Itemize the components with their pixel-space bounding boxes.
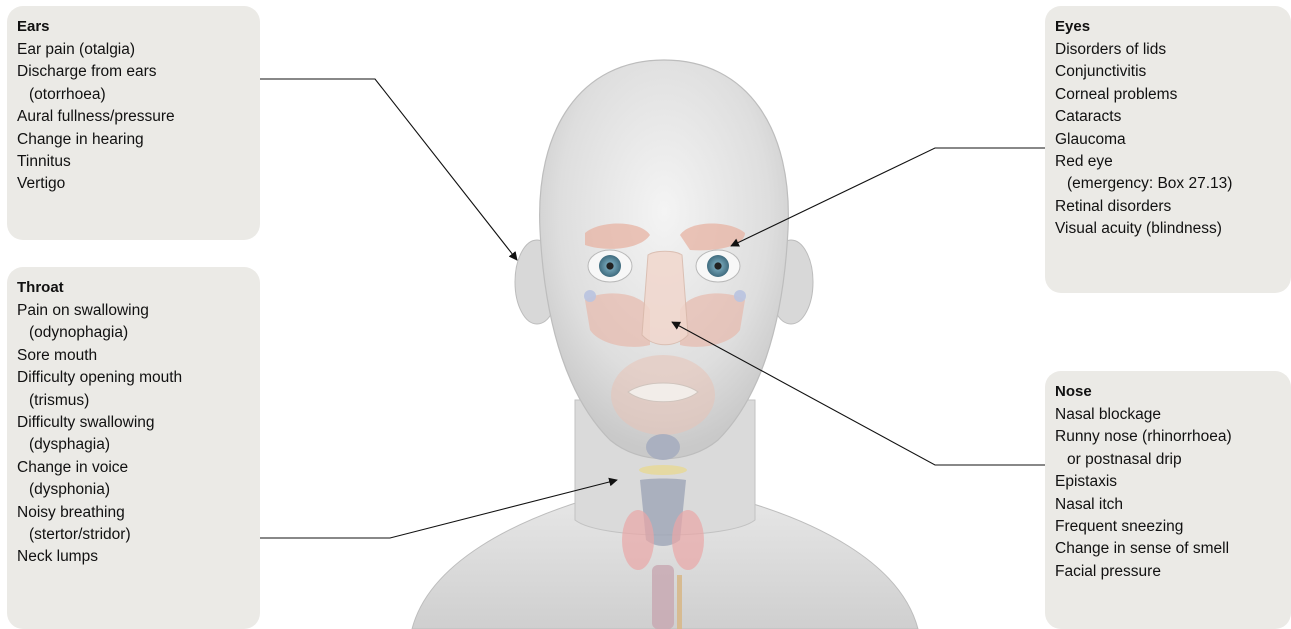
symptom-label-continuation: (stertor/stridor) — [17, 524, 252, 546]
symptom-label: Retinal disorders — [1055, 198, 1171, 215]
symptom-label: Epistaxis — [1055, 473, 1117, 490]
symptom-label: Ear pain (otalgia) — [17, 41, 135, 58]
symptom-label: Difficulty opening mouth — [17, 369, 182, 386]
symptom-label: Discharge from ears — [17, 63, 157, 80]
throat-callout: Throat Pain on swallowing (odynophagia) So… — [7, 267, 260, 629]
left-iris — [599, 255, 621, 277]
symptom-label-continuation: (otorrhoea) — [17, 84, 252, 106]
symptom-label: Change in hearing — [17, 131, 144, 148]
nasal-cavity — [642, 251, 688, 345]
symptom-item: Vertigo — [17, 173, 252, 195]
ears-title: Ears — [17, 16, 252, 38]
symptom-item: Neck lumps — [17, 546, 252, 568]
symptom-item: Disorders of lids — [1055, 39, 1283, 61]
symptom-label: Corneal problems — [1055, 86, 1177, 103]
hyoid — [639, 465, 687, 475]
symptom-item: Pain on swallowing (odynophagia) — [17, 300, 252, 345]
symptom-label: Red eye — [1055, 153, 1113, 170]
symptom-label-continuation: (dysphonia) — [17, 479, 252, 501]
symptom-item: Ear pain (otalgia) — [17, 39, 252, 61]
symptom-item: Retinal disorders — [1055, 196, 1283, 218]
symptom-label: Sore mouth — [17, 347, 97, 364]
symptom-item: Change in sense of smell — [1055, 538, 1283, 560]
symptom-label: Pain on swallowing — [17, 302, 149, 319]
symptom-label: Runny nose (rhinorrhoea) — [1055, 428, 1232, 445]
symptom-item: Visual acuity (blindness) — [1055, 218, 1283, 240]
right-iris — [707, 255, 729, 277]
symptom-label: Disorders of lids — [1055, 41, 1166, 58]
symptom-label: Change in sense of smell — [1055, 540, 1229, 557]
ears-callout: Ears Ear pain (otalgia) Discharge from ea… — [7, 6, 260, 240]
symptom-item: Discharge from ears (otorrhoea) — [17, 61, 252, 106]
trachea — [652, 565, 674, 629]
symptom-label: Nasal itch — [1055, 496, 1123, 513]
symptom-label-continuation: (trismus) — [17, 390, 252, 412]
nose-title: Nose — [1055, 381, 1283, 403]
symptom-item: Change in voice (dysphonia) — [17, 457, 252, 502]
symptom-label: Noisy breathing — [17, 504, 125, 521]
symptom-label-continuation: or postnasal drip — [1055, 449, 1283, 471]
symptom-label: Change in voice — [17, 459, 128, 476]
ears-symptom-list: Ear pain (otalgia) Discharge from ears (ot… — [17, 39, 252, 196]
symptom-item: Difficulty swallowing (dysphagia) — [17, 412, 252, 457]
symptom-item: Red eye (emergency: Box 27.13) — [1055, 151, 1283, 196]
esophagus — [677, 575, 682, 629]
symptom-label: Cataracts — [1055, 108, 1121, 125]
symptom-label: Nasal blockage — [1055, 406, 1161, 423]
throat-symptom-list: Pain on swallowing (odynophagia) Sore mout… — [17, 300, 252, 569]
symptom-label: Facial pressure — [1055, 563, 1161, 580]
symptom-item: Glaucoma — [1055, 129, 1283, 151]
symptom-label: Glaucoma — [1055, 131, 1126, 148]
symptom-label: Tinnitus — [17, 153, 71, 170]
symptom-item: Epistaxis — [1055, 471, 1283, 493]
eyes-title: Eyes — [1055, 16, 1283, 38]
symptom-item: Change in hearing — [17, 129, 252, 151]
symptom-label: Neck lumps — [17, 548, 98, 565]
symptom-item: Conjunctivitis — [1055, 61, 1283, 83]
ears-leader-line — [260, 79, 517, 260]
symptom-item: Facial pressure — [1055, 561, 1283, 583]
symptom-item: Nasal blockage — [1055, 404, 1283, 426]
larynx — [646, 434, 680, 460]
symptom-label: Frequent sneezing — [1055, 518, 1183, 535]
thyroid-gland-right — [672, 510, 704, 570]
symptom-item: Difficulty opening mouth (trismus) — [17, 367, 252, 412]
symptom-label: Aural fullness/pressure — [17, 108, 175, 125]
symptom-item: Tinnitus — [17, 151, 252, 173]
throat-title: Throat — [17, 277, 252, 299]
symptom-label-continuation: (dysphagia) — [17, 434, 252, 456]
symptom-label: Conjunctivitis — [1055, 63, 1146, 80]
symptom-item: Runny nose (rhinorrhoea) or postnasal dri… — [1055, 426, 1283, 471]
symptom-item: Corneal problems — [1055, 84, 1283, 106]
symptom-label: Vertigo — [17, 175, 65, 192]
symptom-item: Noisy breathing (stertor/stridor) — [17, 502, 252, 547]
symptom-item: Nasal itch — [1055, 494, 1283, 516]
symptom-label-continuation: (odynophagia) — [17, 322, 252, 344]
symptom-item: Cataracts — [1055, 106, 1283, 128]
symptom-item: Frequent sneezing — [1055, 516, 1283, 538]
symptom-label: Visual acuity (blindness) — [1055, 220, 1222, 237]
thyroid-gland-left — [622, 510, 654, 570]
symptom-item: Sore mouth — [17, 345, 252, 367]
symptom-item: Aural fullness/pressure — [17, 106, 252, 128]
symptom-label-continuation: (emergency: Box 27.13) — [1055, 173, 1283, 195]
symptom-label: Difficulty swallowing — [17, 414, 155, 431]
